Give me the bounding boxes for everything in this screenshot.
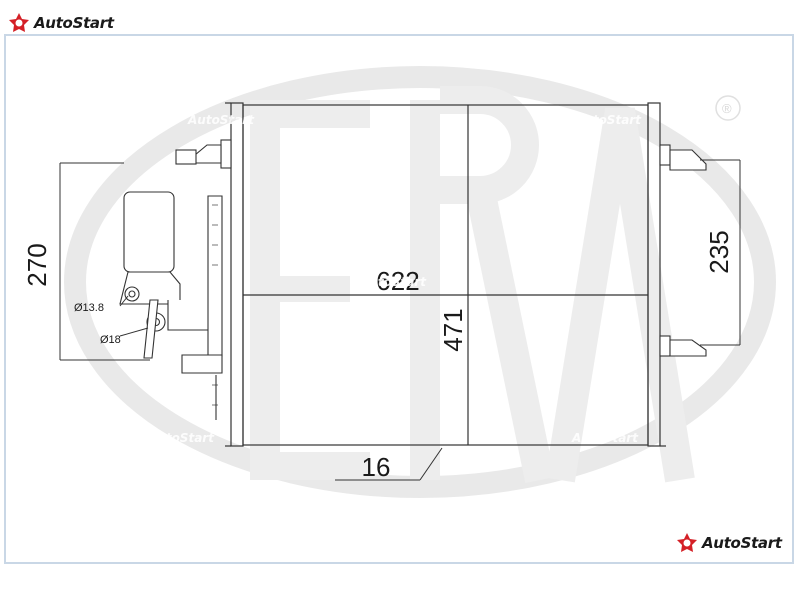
brand-name: AutoStart (34, 14, 114, 32)
dimension-lines (59, 159, 741, 481)
autostart-logo-icon (677, 533, 697, 552)
drier-hatch (212, 204, 218, 406)
height-dimension: 471 (438, 308, 468, 351)
left-height-dimension: 270 (22, 243, 52, 286)
autostart-logo-icon (9, 13, 29, 32)
width-dimension: 622 (376, 266, 419, 296)
autostart-watermark: AutoStart (571, 431, 639, 445)
port-diameter-large: Ø13.8 (74, 302, 104, 314)
brand-name: AutoStart (702, 534, 782, 552)
receiver-drier (119, 191, 223, 374)
autostart-watermark: AutoStart (147, 431, 215, 445)
thickness-dimension: 16 (362, 452, 391, 482)
autostart-watermark: AutoStart (187, 113, 255, 127)
port-diameter-small: Ø18 (100, 334, 121, 346)
brand-logo-top: AutoStart (8, 12, 114, 34)
registered-mark: ® (722, 101, 732, 116)
left-brackets (175, 139, 232, 169)
autostart-watermark: AutoStart (359, 275, 427, 289)
condenser-core (225, 102, 666, 447)
brand-logo-bottom: AutoStart (676, 532, 782, 554)
right-brackets (659, 144, 707, 357)
autostart-watermark: AutoStart (574, 113, 642, 127)
right-height-dimension: 235 (704, 230, 734, 273)
